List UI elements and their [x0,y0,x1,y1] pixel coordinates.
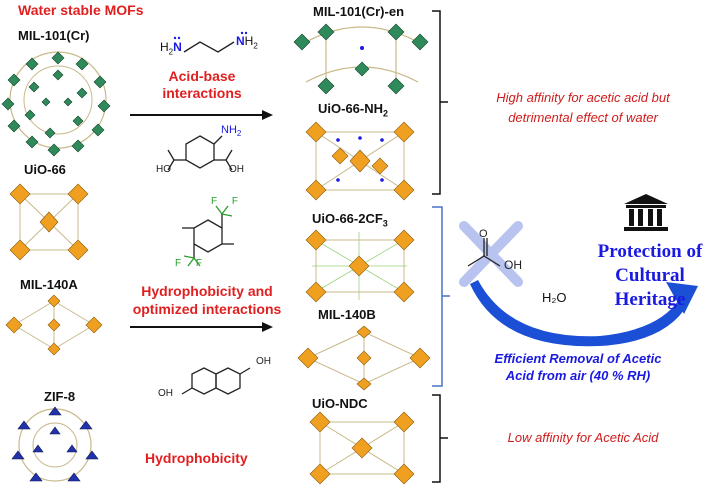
outcome-high-affinity: High affinity for acetic acid but detrim… [452,88,714,128]
mof-label-zif8: ZIF-8 [44,389,76,404]
nh2-label-text: NH [221,124,237,136]
en-right-n: N [236,34,245,48]
removal-text: Efficient Removal of Acetic Acid from ai… [488,350,668,384]
arrow-acid-base [130,110,273,120]
arrow-hydrophobic [130,322,273,332]
product-label-mil101en: MIL-101(Cr)-en [313,4,405,19]
strategy-hydrophobic-opt-line1: Hydrophobicity and [141,283,273,299]
cf3-top-f: F F [211,196,244,207]
protection-line2: Cultural Heritage [614,265,686,310]
aminoterephthalic-oh: OH [229,164,244,175]
uio66nh2-base: UiO-66-NH [318,101,384,116]
mof-label-uio66: UiO-66 [24,162,66,177]
acetic-acid-o: O [479,228,488,240]
mof-label-mil140a: MIL-140A [20,277,78,292]
strategy-acid-base-line1: Acid-base [168,68,236,84]
strategy-hydrophobic-opt-line2: optimized interactions [132,301,282,317]
protection-heading: Protection of Cultural Heritage [584,240,716,312]
zif8-structure [11,406,99,482]
product-label-uiondc: UiO-NDC [312,396,368,411]
bracket-middle [432,206,450,387]
uio66nh2-sub: 2 [383,108,389,119]
product-label-mil140b: MIL-140B [318,307,376,322]
en-right-amine: N2H2 [236,34,258,50]
ndc-molecule [181,367,251,395]
en-right-h2: H2 [244,34,258,51]
page-title: Water stable MOFs [18,2,144,18]
uio662cf3-sub: 3 [382,218,388,229]
aminoterephthalic-molecule [167,135,233,171]
mil101en-structure [293,23,429,95]
water-label: H₂O [542,290,567,305]
removal-arrow [470,280,698,347]
outcome-low-affinity: Low affinity for Acetic Acid [507,430,659,445]
outcome-high-affinity-line2: detrimental effect of water [508,110,658,125]
product-label-uio662cf3: UiO-66-2CF3 [312,211,388,229]
strategy-acid-base-line2: interactions [162,85,242,101]
mof-label-mil101: MIL-101(Cr) [18,28,90,43]
mil140a-structure [5,294,103,356]
strategy-acid-base: Acid-base interactions [143,68,261,102]
en-left-n: N [173,40,182,54]
mil140b-structure [297,325,431,391]
en-left-sub: 2 [168,47,174,57]
ndc-oh: OH [256,356,271,367]
en-left-h: H [160,40,169,54]
uio662cf3-structure [305,229,415,303]
bracket-top [432,10,448,195]
acetic-acid-crossed [459,221,523,287]
nh2-label-sub: 2 [236,129,242,139]
removal-line2: Acid from air (40 % RH) [505,368,651,383]
acetic-acid-oh: OH [504,258,522,272]
bracket-bottom [432,394,448,483]
product-label-uio66nh2: UiO-66-NH2 [318,101,388,119]
uio66-structure [9,183,89,261]
museum-icon [624,194,668,231]
uiondc-structure [309,411,415,485]
ndc-ho: OH [158,388,173,399]
nh2-label: NH2 [221,124,241,138]
aminoterephthalic-ho: HO [156,164,171,175]
cf3-terephthalic-molecule [182,205,234,267]
protection-line1: Protection of [597,241,703,262]
outcome-high-affinity-line1: High affinity for acetic acid but [496,90,670,105]
strategy-hydrophobicity: Hydrophobicity [145,450,248,466]
uio66nh2-structure [305,121,415,201]
strategy-hydrophobic-opt: Hydrophobicity and optimized interaction… [132,282,282,318]
mil101-structure [1,51,111,157]
en-left-amine: H2N [160,40,182,56]
cf3-bottom-f: F F [175,258,208,269]
uio662cf3-base: UiO-66-2CF [312,211,383,226]
ethylenediamine-molecule [173,31,248,53]
removal-line1: Efficient Removal of Acetic [494,351,662,366]
